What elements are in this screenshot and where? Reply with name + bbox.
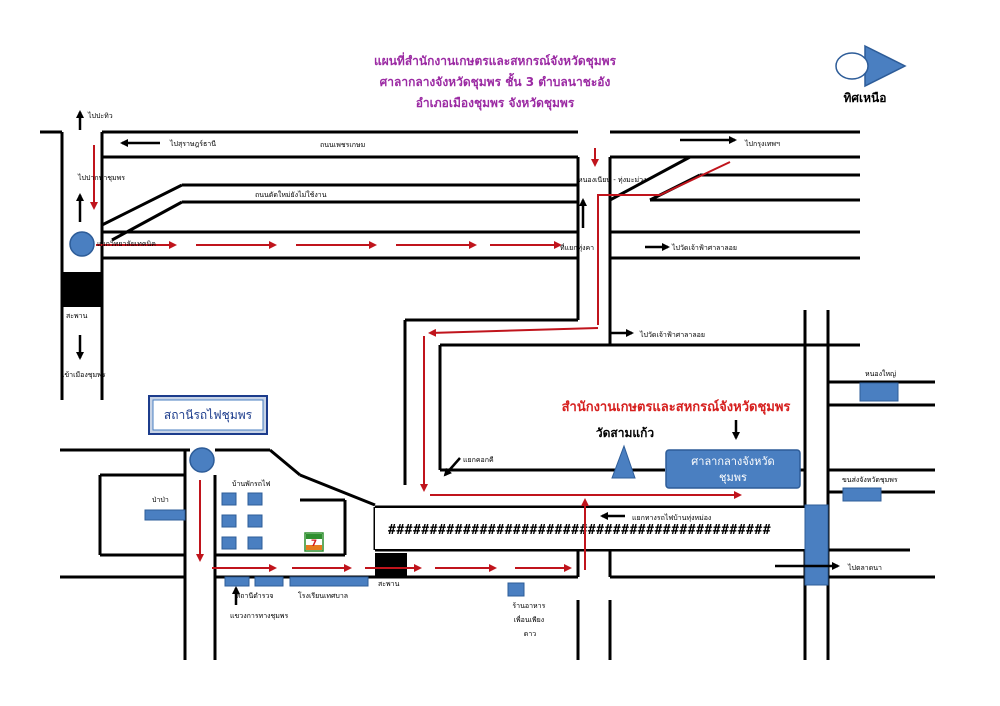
map-title-line1: แผนที่สำนักงานเกษตรและสหกรณ์จังหวัดชุมพร (374, 52, 617, 69)
compass-label: ทิศเหนือ (844, 91, 887, 105)
svg-text:7: 7 (311, 539, 317, 549)
city-hall-line2: ชุมพร (719, 471, 747, 484)
label-bangkok: ไปกรุงเทพฯ (744, 139, 780, 148)
building-papa (144, 509, 186, 521)
rail-crossing-block (804, 504, 829, 586)
building-police2 (254, 576, 284, 587)
buildings (144, 382, 899, 597)
building-house (247, 536, 263, 550)
label-pathiu: ไปปะทิว (87, 111, 113, 120)
station-label: สถานีรถไฟชุมพร (164, 408, 253, 423)
building-post (842, 487, 882, 502)
label-nongnian: หนองเนียน - ทุ่งมะม่วง (578, 176, 646, 184)
bridge-block-1 (62, 272, 102, 307)
seven-eleven-icon: 7 (304, 532, 324, 552)
arrow-kok-intersection (443, 457, 461, 477)
map-title-line3: อำเภอเมืองชุมพร จังหวัดชุมพร (416, 96, 575, 111)
railway-band (375, 508, 805, 549)
label-highway-dept: แขวงการทางชุมพร (230, 612, 289, 620)
label-rail-cross: แยกทางรถไฟบ้านทุ่งหม่อง (632, 513, 711, 522)
label-thonggha: ที่แยกทุ่งคา (560, 243, 594, 252)
building-police (224, 576, 250, 587)
roundabout-icon (69, 231, 95, 257)
label-phetkasem: ถนนเพชรเกษม (320, 141, 365, 149)
label-restaurant: ร้านอาหาร เพื่อนเพียง ดาว (512, 602, 547, 638)
label-station-house: บ้านพักรถไฟ (232, 479, 271, 488)
temple-icon (611, 444, 636, 479)
route-line (597, 161, 731, 325)
restaurant-line: ดาว (524, 630, 536, 638)
roundabout-station-icon (189, 447, 215, 473)
building-house (221, 492, 237, 506)
direction-arrows (76, 110, 840, 605)
label-kok-int: แยกคอกคี (463, 456, 494, 464)
building-house (221, 514, 237, 528)
label-school: โรงเรียนเทศบาล (298, 591, 348, 600)
building-nongyai (859, 382, 899, 402)
label-wat2: ไปวัดเจ้าฟ้าศาลาลอย (639, 330, 705, 339)
building-house (247, 514, 263, 528)
route-path (90, 145, 742, 572)
label-surat: ไปสุราษฎร์ธานี (169, 139, 216, 148)
road-bypass-diag-bottom (111, 200, 183, 242)
label-papa: ป่าป่า (152, 496, 169, 504)
map-title-line2: ศาลากลางจังหวัดชุมพร ชั้น 3 ตำบลนาชะอัง (380, 72, 611, 90)
label-bridge2: สะพาน (378, 580, 400, 588)
label-into-city: เข้าเมืองชุมพร (62, 371, 106, 379)
building-restaurant (507, 582, 525, 597)
station-box (148, 395, 268, 435)
label-nong-yai: หนองใหญ่ (865, 369, 896, 378)
bridge-block-2 (375, 553, 407, 577)
restaurant-line: เพื่อนเพียง (514, 615, 545, 624)
roads (40, 130, 935, 660)
label-newbypass: ถนนตัดใหม่ยังไม่ใช้งาน (255, 190, 327, 199)
road-lower-diag2 (299, 473, 376, 507)
label-wat1: ไปวัดเจ้าฟ้าศาลาลอย (671, 243, 737, 252)
road-bangkok-diag-top (609, 155, 691, 202)
route-arrow (428, 327, 599, 337)
label-police: สถานีตำรวจ (236, 592, 274, 600)
label-post-office: ขนส่งจังหวัดชุมพร (842, 476, 898, 484)
building-school (289, 576, 369, 587)
road-lower-diag (269, 448, 301, 477)
north-compass-icon (835, 44, 907, 88)
building-house (247, 492, 263, 506)
railway-hashes: ########################################… (388, 523, 771, 538)
city-hall-box (665, 449, 801, 489)
building-house (221, 536, 237, 550)
label-to-right: ไปตลาดนา (847, 563, 882, 572)
restaurant-line: ร้านอาหาร (512, 602, 545, 610)
temple-label: วัดสามแก้ว (596, 426, 655, 440)
label-kohdam: แยกวิทยาลัยเทคนิค (97, 240, 156, 248)
road-bypass-diag-top (101, 183, 183, 227)
label-paknam: ไปปากน้ำชุมพร (77, 171, 125, 182)
city-hall-line1: ศาลากลางจังหวัด (691, 455, 774, 468)
office-title: สำนักงานเกษตรและสหกรณ์จังหวัดชุมพร (562, 399, 791, 415)
label-bridge1: สะพาน (66, 312, 88, 320)
